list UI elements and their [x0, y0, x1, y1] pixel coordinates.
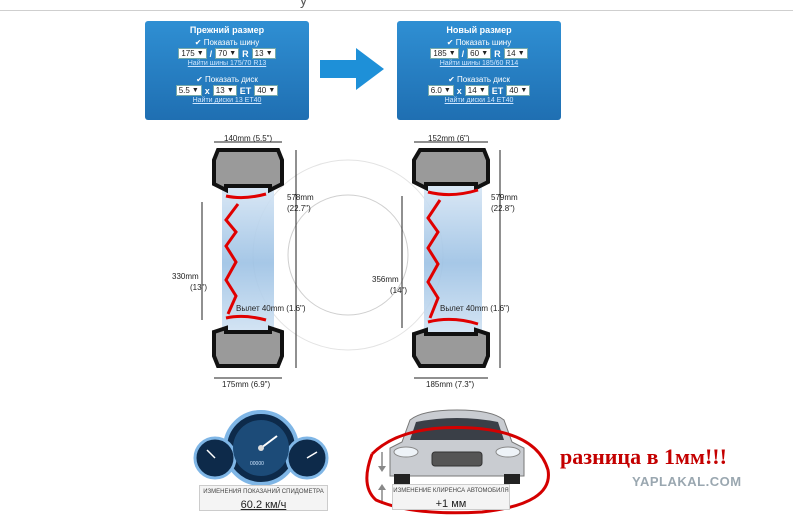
new-disk-et-select[interactable]: 40▼ [506, 85, 531, 96]
new-tire-rim-select[interactable]: 14▼ [503, 48, 528, 59]
old-tire-selectors: 175▼ / 70▼ R 13▼ [151, 48, 303, 59]
old-offset-label: Вылет 40mm (1.6") [236, 304, 306, 313]
old-diameter-in-label: (22.7") [287, 204, 311, 213]
new-diameter-in-label: (22.8") [491, 204, 515, 213]
red-highlight-circle [365, 426, 550, 515]
old-tire-width-select[interactable]: 175▼ [178, 48, 207, 59]
new-size-panel: Новый размер ✔ Показать шину 185▼ / 60▼ … [397, 21, 561, 120]
watermark: YAPLAKAL.COM [632, 474, 742, 489]
new-tire-width-select[interactable]: 185▼ [430, 48, 459, 59]
new-disk-rim-select[interactable]: 14▼ [464, 85, 489, 96]
new-diameter-mm-label: 579mm [491, 193, 518, 202]
old-tire-width-label: 175mm (6.9") [222, 380, 271, 389]
old-diameter-mm-label: 578mm [287, 193, 314, 202]
old-show-tire-checkbox[interactable]: ✔ Показать шину [194, 38, 260, 47]
clearance-caption: ИЗМЕНЕНИЕ КЛИРЕНСА АВТОМОБИЛЯ [393, 488, 509, 494]
old-wheel-outline-circle [287, 194, 409, 316]
old-wheel-diagram [201, 141, 297, 379]
old-tire-rim-select[interactable]: 13▼ [251, 48, 276, 59]
clearance-result-box: ИЗМЕНЕНИЕ КЛИРЕНСА АВТОМОБИЛЯ +1 мм [392, 484, 510, 510]
difference-annotation: разница в 1мм!!! [560, 444, 727, 469]
new-show-disk-checkbox[interactable]: ✔ Показать диск [448, 75, 510, 84]
new-disk-width-select[interactable]: 6.0▼ [427, 85, 454, 96]
old-show-disk-checkbox[interactable]: ✔ Показать диск [196, 75, 258, 84]
speedometer-caption: ИЗМЕНЕНИЯ ПОКАЗАНИЙ СПИДОМЕТРА [203, 489, 324, 495]
new-tire-width-label: 185mm (7.3") [426, 380, 475, 389]
chevron-down-icon: ▼ [268, 87, 276, 94]
wheel-diagrams [201, 141, 501, 379]
chevron-down-icon: ▼ [448, 50, 456, 57]
old-disk-link[interactable]: Найти диски 13 ET40 [192, 97, 262, 104]
chevron-down-icon: ▼ [517, 50, 525, 57]
old-rim-mm-label: 330mm [172, 272, 199, 281]
car-clearance-illustration [365, 409, 550, 515]
old-tire-link[interactable]: Найти шины 175/70 R13 [187, 60, 267, 67]
old-disk-selectors: 5.5▼ x 13▼ ET 40▼ [151, 85, 303, 96]
old-disk-rim-select[interactable]: 13▼ [212, 85, 237, 96]
old-tire-profile-select[interactable]: 70▼ [215, 48, 240, 59]
new-disk-selectors: 6.0▼ x 14▼ ET 40▼ [403, 85, 555, 96]
old-size-panel: Прежний размер ✔ Показать шину 175▼ / 70… [145, 21, 309, 120]
new-offset-label: Вылет 40mm (1.6") [440, 304, 510, 313]
old-disk-width-select[interactable]: 5.5▼ [175, 85, 202, 96]
new-tire-selectors: 185▼ / 60▼ R 14▼ [403, 48, 555, 59]
old-disk-width-label: 140mm (5.5") [224, 134, 273, 143]
page-top-border: у [0, 0, 793, 11]
chevron-down-icon: ▼ [226, 87, 234, 94]
chevron-down-icon: ▼ [520, 87, 528, 94]
header-partial-text: у [300, 0, 307, 8]
speedometer-gauge-icon [193, 410, 329, 486]
chevron-down-icon: ▼ [481, 50, 489, 57]
odometer-readout: 00000 [250, 461, 264, 467]
chevron-down-icon: ▼ [443, 87, 451, 94]
new-rim-in-label: (14") [390, 286, 408, 295]
speedometer-result-box: ИЗМЕНЕНИЯ ПОКАЗАНИЙ СПИДОМЕТРА 60.2 км/ч [199, 485, 328, 511]
speedometer-value: 60.2 км/ч [240, 499, 287, 511]
new-panel-title: Новый размер [446, 25, 512, 35]
new-disk-link[interactable]: Найти диски 14 ET40 [444, 97, 514, 104]
new-wheel-diagram [401, 141, 501, 379]
old-disk-et-select[interactable]: 40▼ [254, 85, 279, 96]
chevron-down-icon: ▼ [229, 50, 237, 57]
chevron-down-icon: ▼ [196, 50, 204, 57]
new-rim-mm-label: 356mm [372, 275, 399, 284]
new-wheel-outline-circle [252, 159, 444, 351]
new-tire-profile-select[interactable]: 60▼ [467, 48, 492, 59]
clearance-value: +1 мм [435, 498, 467, 510]
new-show-tire-checkbox[interactable]: ✔ Показать шину [446, 38, 512, 47]
old-rim-in-label: (13") [190, 283, 208, 292]
old-panel-title: Прежний размер [189, 25, 265, 35]
chevron-down-icon: ▼ [265, 50, 273, 57]
new-tire-link[interactable]: Найти шины 185/60 R14 [439, 60, 519, 67]
new-disk-width-label: 152mm (6") [428, 134, 470, 143]
chevron-down-icon: ▼ [478, 87, 486, 94]
arrow-right-icon [320, 48, 384, 90]
chevron-down-icon: ▼ [191, 87, 199, 94]
